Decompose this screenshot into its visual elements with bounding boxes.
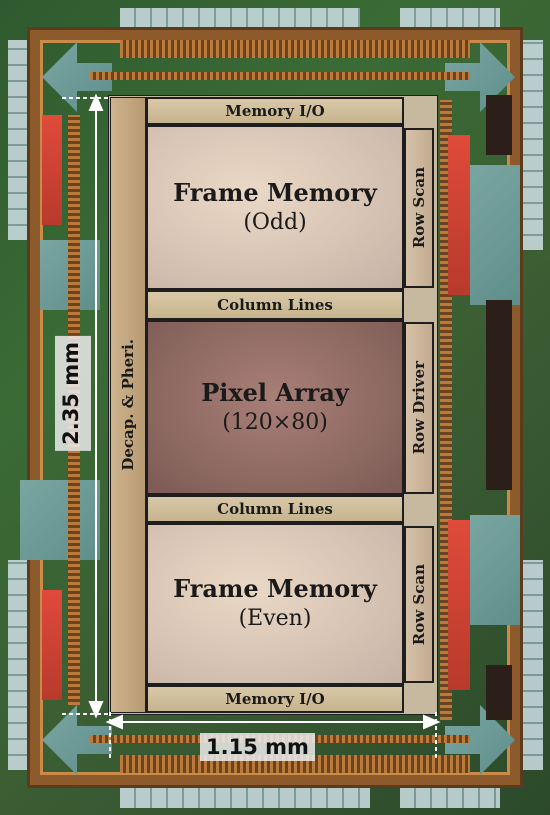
column-lines-top: Column Lines <box>146 290 404 320</box>
red-block-right-upper <box>448 135 470 295</box>
column-lines-bottom-label: Column Lines <box>217 500 333 518</box>
row-scan-top: Row Scan <box>404 128 434 288</box>
column-lines-bottom: Column Lines <box>146 495 404 523</box>
memory-io-bottom: Memory I/O <box>146 685 404 713</box>
frame-memory-even: Frame Memory (Even) <box>146 523 404 685</box>
top-wiring-2 <box>90 72 470 80</box>
frame-memory-odd-title: Frame Memory <box>173 177 377 207</box>
pixel-array-title: Pixel Array <box>201 377 349 407</box>
height-dimension-label: 2.35 mm <box>55 336 91 451</box>
dark-block-right-mid <box>486 300 512 490</box>
red-block-left-upper <box>42 115 62 225</box>
width-arrow-left <box>105 714 123 730</box>
red-block-left-lower <box>42 590 62 700</box>
memory-io-top: Memory I/O <box>146 97 404 125</box>
power-ring <box>30 30 520 785</box>
red-block-right-lower <box>448 520 470 690</box>
frame-memory-odd: Frame Memory (Odd) <box>146 125 404 290</box>
right-side-block-lower <box>470 515 520 625</box>
right-side-block-upper <box>470 165 520 305</box>
frame-memory-even-title: Frame Memory <box>173 574 377 603</box>
width-dimension-label: 1.15 mm <box>200 733 315 761</box>
memory-io-bottom-label: Memory I/O <box>225 690 325 708</box>
row-driver: Row Driver <box>404 322 434 494</box>
dark-block-right-lower <box>486 665 512 720</box>
top-wiring <box>120 40 470 58</box>
height-arrow-bottom <box>88 701 104 719</box>
frame-memory-even-sub: (Even) <box>238 606 312 631</box>
decap-pheri-block: Decap. & Pheri. <box>110 97 146 713</box>
memory-io-top-label: Memory I/O <box>225 102 325 120</box>
width-arrow-right <box>423 714 441 730</box>
height-arrow-top <box>88 93 104 111</box>
row-scan-bottom: Row Scan <box>404 526 434 683</box>
pixel-array-sub: (120×80) <box>222 409 328 435</box>
frame-memory-odd-sub: (Odd) <box>243 209 307 235</box>
dark-block-right-upper <box>486 95 512 155</box>
column-lines-top-label: Column Lines <box>217 296 333 314</box>
pixel-array: Pixel Array (120×80) <box>146 320 404 495</box>
left-side-block-middle <box>20 480 100 560</box>
